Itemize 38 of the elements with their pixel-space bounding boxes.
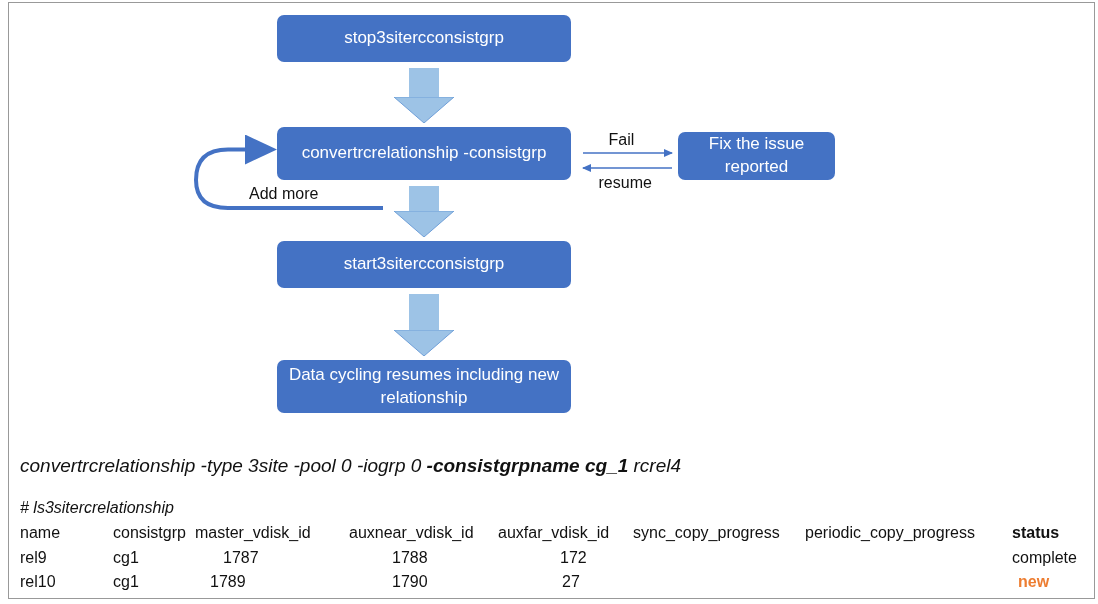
column-header: name <box>20 524 61 542</box>
box-label: start3sitercconsistgrp <box>343 253 505 276</box>
table-value: complete <box>1012 549 1077 567</box>
process-box <box>277 241 571 288</box>
table-value: 172 <box>560 549 587 567</box>
table-value: 27 <box>562 573 580 591</box>
column-header: periodic_copy_progress <box>805 524 975 542</box>
table-value: 1789 <box>210 573 246 591</box>
block-arrow <box>393 68 455 124</box>
block-arrow <box>393 186 455 238</box>
table-value: 1787 <box>223 549 259 567</box>
column-header: auxnear_vdisk_id <box>349 524 474 542</box>
column-header: master_vdisk_id <box>195 524 311 542</box>
process-box <box>277 15 571 62</box>
column-header: auxfar_vdisk_id <box>498 524 610 542</box>
table-value: rel10 <box>20 573 56 591</box>
table-value: cg1 <box>113 549 139 567</box>
arrow <box>582 164 673 172</box>
command-line: # ls3sitercrelationship <box>20 499 174 517</box>
arrow <box>582 149 673 157</box>
column-header: status <box>1012 524 1060 542</box>
table-value: rel9 <box>20 549 47 567</box>
process-box <box>678 132 835 180</box>
loop-arrow <box>194 134 383 210</box>
table-value: new <box>1018 573 1050 591</box>
block-arrow <box>393 294 455 357</box>
column-header: consistgrp <box>113 524 186 542</box>
box-label: Fix the issue reported <box>707 133 806 178</box>
column-header: sync_copy_progress <box>633 524 780 542</box>
table-value: cg1 <box>113 573 139 591</box>
table-value: 1788 <box>392 549 428 567</box>
table-value: 1790 <box>392 573 428 591</box>
box-label: convertrcrelationship -consistgrp <box>301 142 547 165</box>
box-label: stop3sitercconsistgrp <box>344 27 504 50</box>
command-line: convertrcrelationship -type 3site -pool 0 -iogrp 0 -consistgrpname cg_1 rcrel4 <box>20 455 682 477</box>
process-box <box>277 127 571 180</box>
process-box <box>277 360 571 413</box>
box-label: Data cycling resumes including new relationship <box>287 363 561 409</box>
